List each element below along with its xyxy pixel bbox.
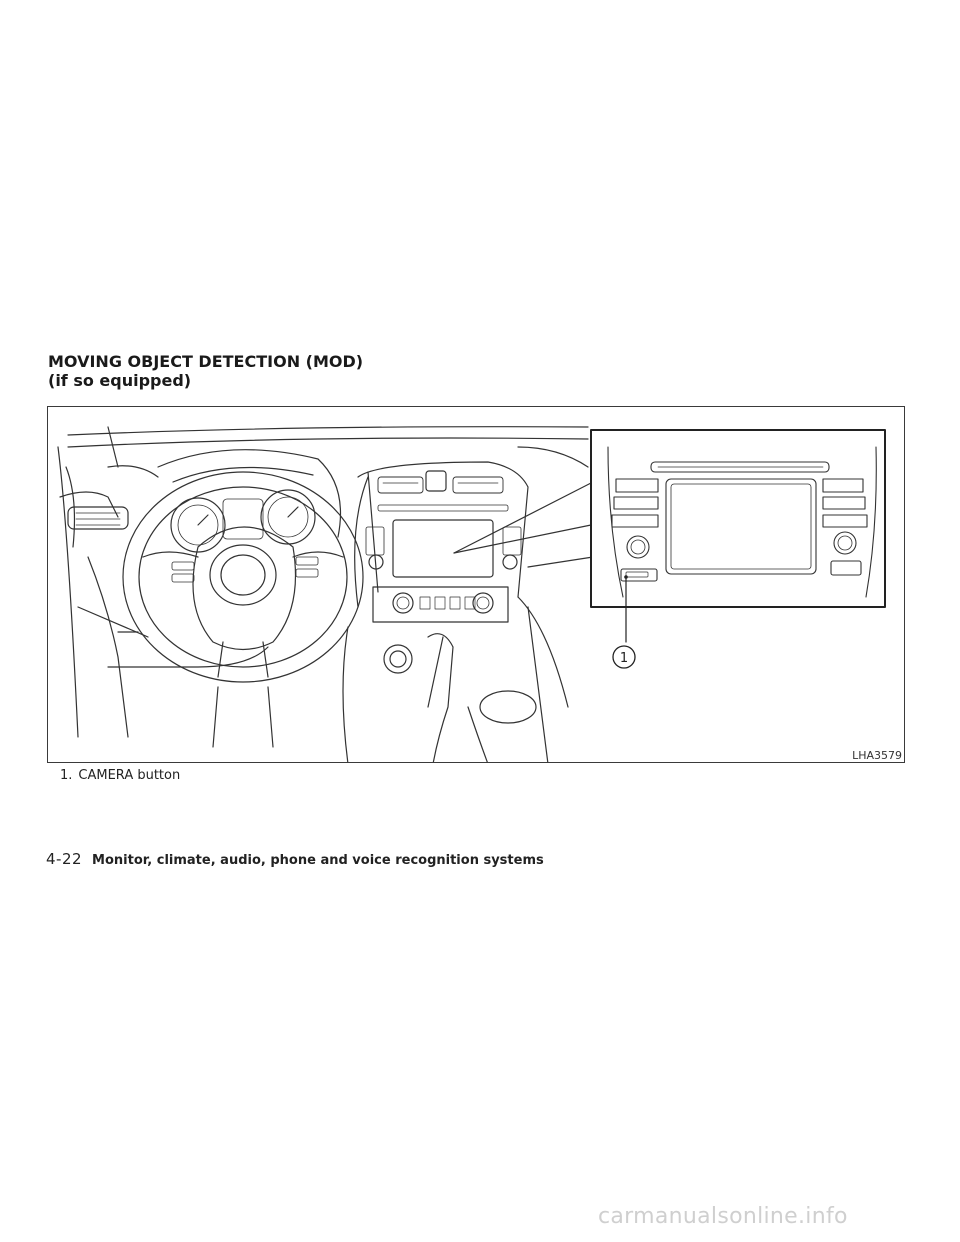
caption-number: 1. [60, 768, 73, 783]
section-title: MOVING OBJECT DETECTION (MOD) [48, 352, 364, 371]
section-heading: MOVING OBJECT DETECTION (MOD) (if so equ… [48, 352, 363, 390]
dashboard-illustration: 1 LHA3579 [47, 406, 905, 763]
figure-caption: 1. CAMERA button [60, 768, 180, 783]
section-subtitle: (if so equipped) [48, 371, 192, 390]
dashboard-line-drawing: 1 [57, 426, 886, 762]
page-footer: 4-22 Monitor, climate, audio, phone and v… [46, 850, 544, 868]
watermark-url: carmanualsonline.info [598, 1204, 848, 1229]
caption-text: CAMERA button [78, 768, 181, 783]
callout-number: 1 [620, 651, 628, 666]
footer-section-name: Monitor, climate, audio, phone and voice… [92, 853, 544, 868]
page-number: 4-22 [46, 850, 83, 868]
figure-id: LHA3579 [850, 749, 904, 762]
